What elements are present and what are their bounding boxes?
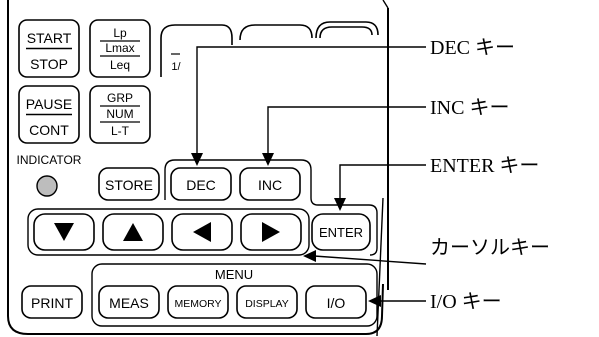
right-triangle-icon <box>262 222 280 242</box>
dec-callout-arrowhead-icon <box>191 153 203 166</box>
print-label: PRINT <box>31 295 73 311</box>
display-label: DISPLAY <box>245 298 289 310</box>
inc-callout-line <box>267 106 426 160</box>
inc-label: INC <box>258 177 282 193</box>
print-key-outline[interactable] <box>21 285 83 319</box>
store-key-outline[interactable] <box>98 167 160 201</box>
panel-inner-right-edge <box>382 0 389 9</box>
panel-right-divider <box>376 197 384 337</box>
left-triangle-icon <box>193 222 211 242</box>
cont-label: CONT <box>29 122 69 138</box>
down-triangle-icon <box>54 223 74 241</box>
partial-key-1-label: 1/ <box>171 61 181 73</box>
inc-key[interactable]: INC <box>239 167 301 201</box>
start-label: START <box>27 30 72 46</box>
cursor-callout-label: カーソルキー <box>430 237 550 259</box>
leq-label: Leq <box>110 58 130 72</box>
enter-key-outline[interactable] <box>311 213 371 251</box>
io-key-outline[interactable] <box>305 285 367 319</box>
grp-num-lt-key[interactable]: GRP NUM L-T <box>89 85 151 144</box>
indicator-label: INDICATOR <box>17 153 82 167</box>
menu-frame <box>91 263 378 327</box>
lp-lmax-leq-key[interactable]: Lp Lmax Leq <box>89 19 151 78</box>
meas-label: MEAS <box>109 295 149 311</box>
enter-label: ENTER <box>319 225 363 240</box>
meas-key[interactable]: MEAS <box>98 285 160 319</box>
grp-label: GRP <box>107 91 133 105</box>
grp-key-outline[interactable] <box>89 85 151 144</box>
up-triangle-icon <box>123 223 143 241</box>
enter-callout-line <box>339 164 426 205</box>
display-key[interactable]: DISPLAY <box>236 285 298 319</box>
menu-label: MENU <box>215 267 253 282</box>
indicator-lamp-icon <box>36 175 58 197</box>
cursor-left-key[interactable] <box>171 213 233 251</box>
io-callout-label: I/O キー <box>430 291 502 313</box>
partial-key-2[interactable] <box>239 24 313 41</box>
dec-key[interactable]: DEC <box>170 167 232 201</box>
inc-callout-arrowhead-icon <box>262 153 274 166</box>
enter-callout-label: ENTER キー <box>430 155 539 177</box>
panel-outline <box>7 0 389 335</box>
dec-inc-enter-frame <box>164 159 378 256</box>
inc-callout-label: INC キー <box>430 97 509 119</box>
pause-cont-key[interactable]: PAUSE CONT <box>18 85 80 144</box>
memory-key-outline[interactable] <box>167 285 229 319</box>
store-key[interactable]: STORE <box>98 167 160 201</box>
inc-key-outline[interactable] <box>239 167 301 201</box>
cursor-down-key[interactable] <box>33 213 95 251</box>
dec-callout-label: DEC キー <box>430 37 515 59</box>
dec-key-outline[interactable] <box>170 167 232 201</box>
lp-key-outline[interactable] <box>89 19 151 78</box>
memory-label: MEMORY <box>174 298 221 310</box>
stop-label: STOP <box>30 56 68 72</box>
partial-key-3-inner <box>319 26 373 39</box>
memory-key[interactable]: MEMORY <box>167 285 229 319</box>
meas-key-outline[interactable] <box>98 285 160 319</box>
dec-label: DEC <box>186 177 216 193</box>
enter-key[interactable]: ENTER <box>311 213 371 251</box>
cursor-keys-frame <box>27 208 310 256</box>
start-stop-key[interactable]: START STOP <box>18 19 80 78</box>
cursor-right-key[interactable] <box>240 213 302 251</box>
pause-label: PAUSE <box>26 96 72 112</box>
io-callout-arrowhead-icon <box>368 295 381 307</box>
display-key-outline[interactable] <box>236 285 298 319</box>
store-label: STORE <box>105 177 153 193</box>
lp-label: Lp <box>113 26 127 40</box>
lt-label: L-T <box>111 124 130 138</box>
lmax-label: Lmax <box>105 41 134 55</box>
dec-callout-line <box>196 46 426 160</box>
enter-callout-arrowhead-icon <box>334 198 346 211</box>
cursor-callout-line <box>313 255 427 265</box>
cursor-up-key[interactable] <box>102 213 164 251</box>
io-label: I/O <box>327 295 346 311</box>
cursor-callout-arrowhead-icon <box>303 250 316 262</box>
num-label: NUM <box>106 107 133 121</box>
io-key[interactable]: I/O <box>305 285 367 319</box>
print-key[interactable]: PRINT <box>21 285 83 319</box>
